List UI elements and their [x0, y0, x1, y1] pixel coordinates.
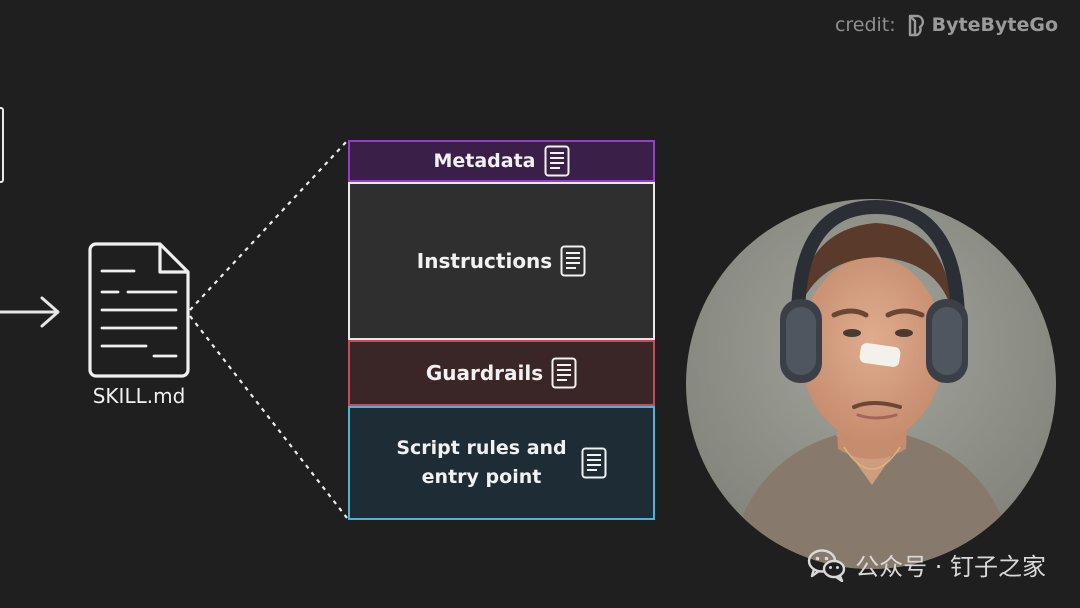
document-icon	[581, 447, 607, 479]
bytebytego-icon	[908, 14, 924, 37]
presenter-video	[686, 199, 1056, 569]
credit-prefix: credit:	[834, 14, 896, 36]
file-name-label: SKILL.md	[92, 384, 186, 408]
metadata-section: Metadata	[348, 140, 655, 182]
script-rules-line-2: entry point	[421, 466, 542, 488]
wechat-watermark: 公众号 · 钉子之家	[807, 547, 1046, 582]
dotted-connector-lines	[189, 140, 348, 519]
script-rules-label: Script rules and entry point	[396, 434, 566, 492]
arrow-right-icon	[0, 296, 60, 328]
watermark-text: 公众号 · 钉子之家	[855, 553, 1046, 581]
metadata-label: Metadata	[433, 150, 536, 172]
presenter-portrait	[686, 199, 1056, 569]
skill-file-icon	[88, 242, 190, 378]
instructions-section: Instructions	[348, 182, 655, 340]
script-rules-section: Script rules and entry point	[348, 406, 655, 520]
wechat-icon	[807, 548, 846, 582]
brand-name: ByteByteGo	[931, 14, 1058, 36]
document-icon	[551, 357, 577, 389]
brand-logo: ByteByteGo	[906, 13, 1058, 37]
document-icon	[560, 245, 586, 277]
script-rules-line-1: Script rules and	[396, 437, 567, 459]
credit-line: credit: ByteByteGo	[835, 12, 1058, 38]
guardrails-label: Guardrails	[425, 361, 544, 385]
document-icon	[544, 145, 570, 177]
guardrails-section: Guardrails	[348, 340, 655, 406]
instructions-label: Instructions	[416, 249, 553, 273]
offscreen-box-edge	[0, 107, 4, 183]
